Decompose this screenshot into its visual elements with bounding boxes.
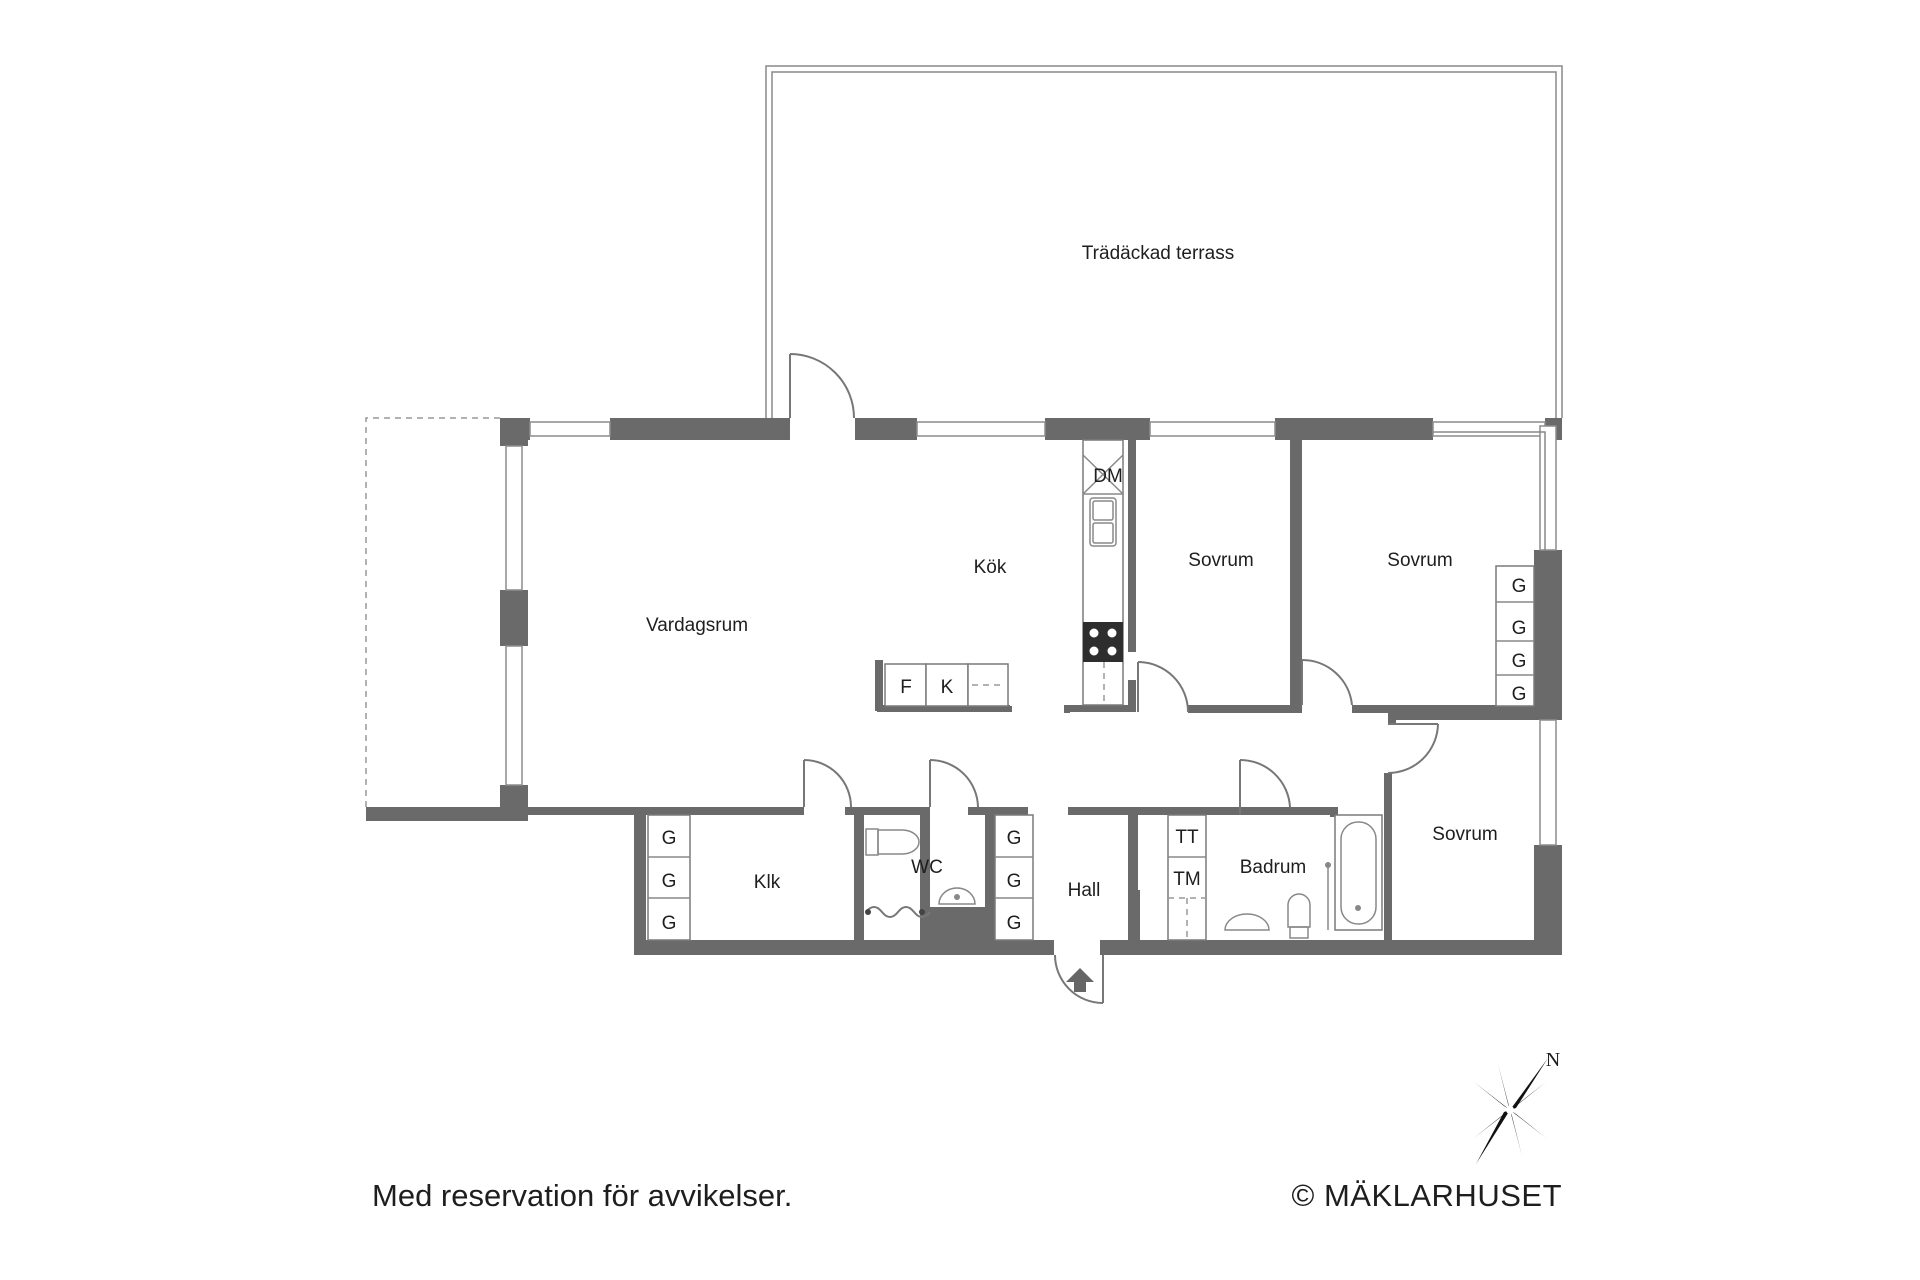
fixture-label-fridge: F [900,677,912,698]
west-balcony [365,417,500,808]
room-label-terrace: Trädäckad terrass [1082,243,1234,264]
disclaimer-text: Med reservation för avvikelser. [372,1178,793,1213]
fixture-label-washer: TM [1173,869,1200,890]
doors [789,353,1439,1004]
wardrobe-label: G [1007,913,1022,934]
wardrobe-label: G [662,913,677,934]
wardrobe-label: G [662,871,677,892]
room-label-living: Vardagsrum [646,615,748,636]
compass-north-label: N [1546,1049,1560,1071]
wardrobe-label: G [1512,618,1527,639]
room-label-bedroom-2: Sovrum [1387,550,1452,571]
room-label-hall: Hall [1068,880,1101,901]
copyright-text: © MÄKLARHUSET [1291,1178,1562,1213]
fixture-label-dishwasher: DM [1093,466,1123,487]
bathroom-fixtures [1224,814,1383,939]
room-label-bathroom: Badrum [1240,857,1307,878]
wardrobe-label: G [1512,651,1527,672]
room-label-wc: WC [911,857,943,878]
wardrobe-label: G [1007,828,1022,849]
terrace-outline [765,65,1563,418]
wardrobe-label: G [1512,576,1527,597]
fridge-freezer-unit [877,660,1012,712]
wc-fixtures [865,828,976,918]
fixture-label-dryer: TT [1175,827,1199,848]
room-label-bedroom-3: Sovrum [1432,824,1497,845]
room-label-kitchen: Kök [974,557,1007,578]
fixture-labels: DM F K G G G G G G G G G G TT TM [662,466,1527,934]
room-label-bedroom-1: Sovrum [1188,550,1253,571]
wardrobe-label: G [1512,684,1527,705]
compass-icon [1474,1058,1548,1164]
fixture-label-freezer: K [941,677,954,698]
room-label-closet: Klk [754,872,781,893]
room-labels: Trädäckad terrass Vardagsrum Kök Sovrum … [646,243,1498,901]
wardrobe-label: G [1007,871,1022,892]
windows [505,421,1557,846]
wardrobe-label: G [662,828,677,849]
wardrobes [647,565,1535,941]
kitchen-counter [1082,439,1124,706]
exterior-walls [366,418,1562,955]
